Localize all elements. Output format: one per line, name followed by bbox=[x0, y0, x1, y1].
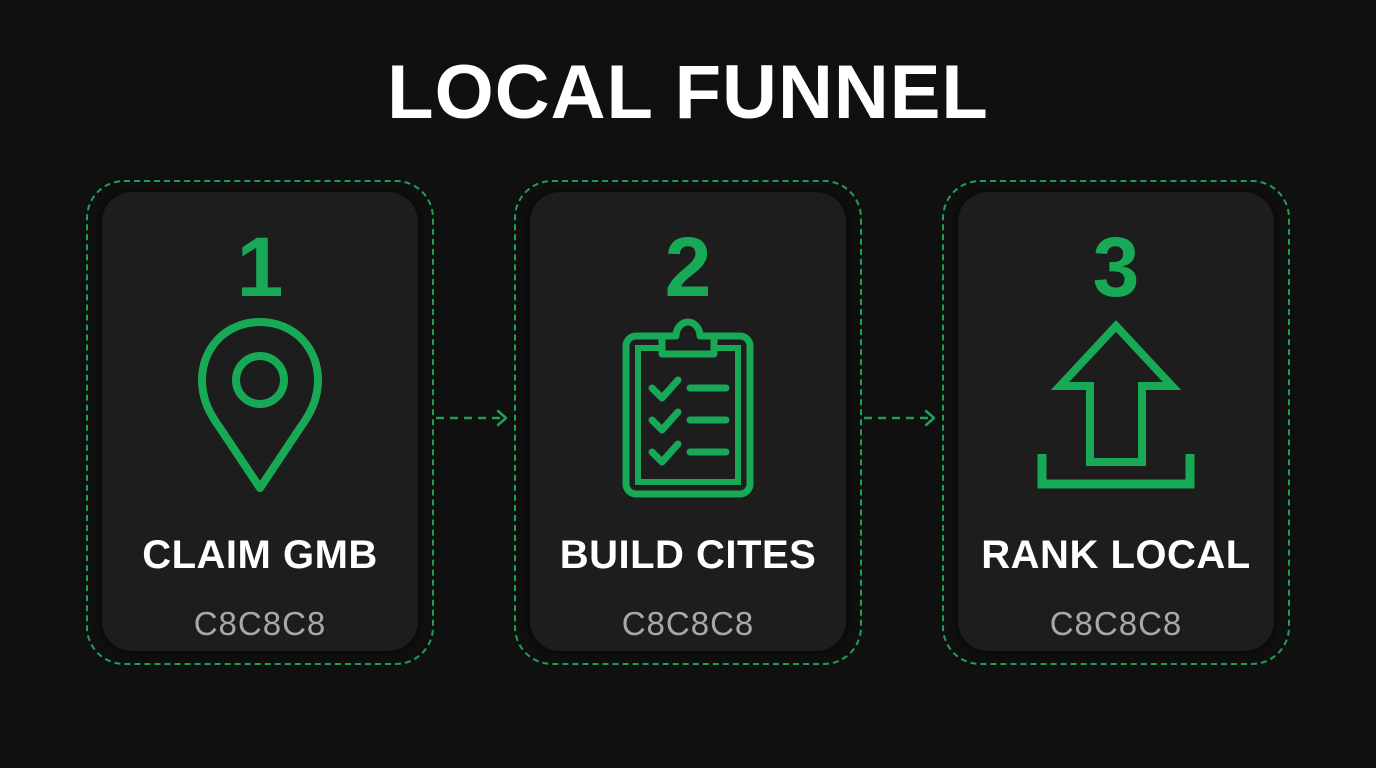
dashed-outline bbox=[942, 180, 1290, 665]
card-panel: 3 RANK LOCAL C8C8C8 bbox=[958, 192, 1274, 651]
card-panel: 2 BUILD CITES C8C8C8 bbox=[530, 192, 846, 651]
dashed-outline bbox=[86, 180, 434, 665]
step-2-card: 2 BUILD CITES C8C8C8 bbox=[514, 180, 862, 665]
step-sublabel: C8C8C8 bbox=[621, 605, 755, 642]
upload-arrow-icon bbox=[1037, 320, 1195, 489]
dashed-outline bbox=[514, 180, 862, 665]
clipboard-checklist-icon bbox=[622, 318, 754, 498]
step-label: RANK LOCAL bbox=[981, 533, 1251, 577]
dashed-arrow-right-icon bbox=[436, 409, 508, 427]
card-panel: 1 CLAIM GMB C8C8C8 bbox=[102, 192, 418, 651]
step-label: CLAIM GMB bbox=[142, 533, 378, 577]
page-title: LOCAL FUNNEL bbox=[387, 50, 989, 135]
step-label: BUILD CITES bbox=[559, 533, 817, 577]
step-sublabel: C8C8C8 bbox=[1049, 605, 1183, 642]
step-1-card: 1 CLAIM GMB C8C8C8 bbox=[86, 180, 434, 665]
map-pin-icon bbox=[198, 318, 322, 492]
step-number: 1 bbox=[236, 220, 284, 314]
dashed-arrow-right-icon bbox=[864, 409, 936, 427]
step-number: 3 bbox=[1092, 220, 1140, 314]
step-number: 2 bbox=[664, 220, 712, 314]
step-3-card: 3 RANK LOCAL C8C8C8 bbox=[942, 180, 1290, 665]
step-sublabel: C8C8C8 bbox=[193, 605, 327, 642]
